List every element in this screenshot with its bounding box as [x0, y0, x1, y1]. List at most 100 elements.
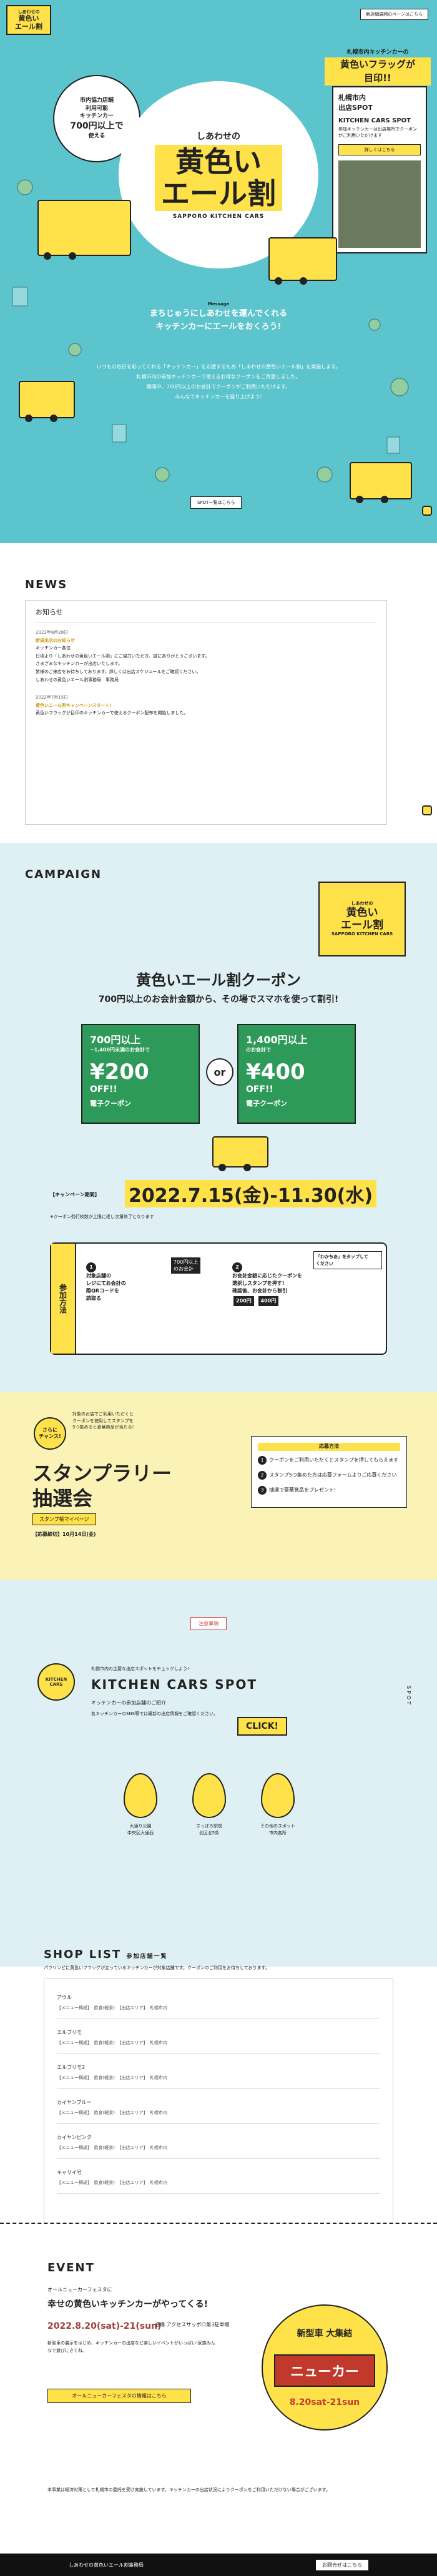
- shop-title-sub: 参加店舗一覧: [126, 1954, 168, 1960]
- spot-side-label: SPOT: [406, 1686, 411, 1707]
- stamp-rally-title: スタンプラリー 抽選会: [32, 1462, 172, 1510]
- map-pin-icon: [261, 1773, 295, 1818]
- logo-main: 黄色い エール割: [341, 906, 383, 932]
- pin-sub: 市内各所: [269, 1830, 287, 1836]
- bubble-text: 使える: [88, 133, 106, 140]
- prize-step-text: クーポンをご利用いただくとスタンプを押してもらえます: [269, 1457, 399, 1463]
- hero-body-text: いつもの毎日を彩ってくれる「キッチンカー」を応援するため「しあわせの黄色いエール…: [81, 362, 356, 402]
- prize-step-text: 抽選で豪華賞品をプレゼント!: [269, 1487, 336, 1493]
- contact-button[interactable]: お問合せはこちら: [316, 2559, 368, 2570]
- spot-note: 各キッチンカーのSNS等では最新の出店情報をご確認ください。: [91, 1711, 219, 1716]
- body-line: 札幌市内の参加キッチンカーで使えるお得なクーポンをご用意しました。: [136, 374, 301, 380]
- kitchen-truck-illustration: [268, 237, 337, 285]
- news-box[interactable]: お知らせ 2022年8月28日 新規出店のお知らせ キッチンカー各位 日頃より「…: [25, 600, 387, 825]
- news-section: NEWS お知らせ 2022年8月28日 新規出店のお知らせ キッチンカー各位 …: [0, 543, 437, 843]
- news-title: NEWS: [25, 578, 68, 591]
- spot-card-subtitle: KITCHEN CARS SPOT: [338, 117, 411, 124]
- pin-label: その他のスポット: [260, 1824, 295, 1829]
- news-item[interactable]: 2022年8月28日 新規出店のお知らせ キッチンカー各位 日頃より「しあわせの…: [36, 629, 376, 684]
- shop-item[interactable]: エルブリモ【メニュー構成】 飲食(軽食) 【出店エリア】 札幌市内: [57, 2024, 380, 2054]
- shop-meta: 【メニュー構成】 飲食(軽食) 【出店エリア】 札幌市内: [57, 2005, 167, 2010]
- bubble-text: 700円以上で: [70, 120, 124, 131]
- spot-list-link[interactable]: SPOT一覧はこちら: [190, 496, 242, 509]
- spot-pin[interactable]: さっぽろ駅前 北区北5条: [181, 1773, 237, 1836]
- notice-button[interactable]: 注意事項: [190, 1617, 227, 1630]
- spot-pin[interactable]: 大通り公園 中央区大通西: [112, 1773, 169, 1836]
- news-line: キッチンカー各位: [36, 646, 71, 651]
- pin-sub: 中央区大通西: [127, 1830, 154, 1836]
- shop-name: エルブリモ2: [57, 2065, 86, 2070]
- event-title: EVENT: [47, 2261, 95, 2274]
- shop-meta: 【メニュー構成】 飲食(軽食) 【出店エリア】 札幌市内: [57, 2180, 167, 2185]
- event-headline: 幸せの黄色いキッチンカーがやってくる!: [47, 2299, 208, 2309]
- spot-pre: 札幌市内の主要な出店スポットをチェックしよう!: [91, 1666, 189, 1671]
- site-logo[interactable]: しあわせの 黄色い エール割: [6, 5, 51, 35]
- hero-doodle-pattern: [12, 179, 409, 483]
- bubble-text: キッチンカー: [79, 113, 114, 120]
- instagram-icon[interactable]: [422, 506, 432, 516]
- event-place: 会場 アクセスサッポロ第3駐車場: [155, 2322, 230, 2328]
- event-body: 新型車の展示をはじめ、キッチンカーの出店など楽しいイベントがいっぱい!家族みんな…: [47, 2341, 215, 2353]
- news-line: 皆様のご来店をお待ちしております。詳しくは出店スケジュールをご確認ください。: [36, 669, 201, 674]
- kitchen-truck-illustration: [37, 200, 131, 260]
- map-pin-icon: [192, 1773, 226, 1818]
- heading-line: 札幌市内キッチンカーの: [346, 49, 409, 56]
- spot-card[interactable]: 札幌市内 出店SPOT KITCHEN CARS SPOT 参加キッチンカーは出…: [332, 86, 427, 253]
- shop-item[interactable]: エルブリモ2【メニュー構成】 飲食(軽食) 【出店エリア】 札幌市内: [57, 2059, 380, 2089]
- heading-line: 目印!!: [325, 71, 431, 86]
- campaign-section: CAMPAIGN しあわせの 黄色い エール割 SAPPORO KITCHEN …: [0, 843, 437, 1967]
- news-item[interactable]: 2022年7月15日 黄色いエール割キャンペーンスタート! 黄色いフラッグが目印…: [36, 694, 376, 717]
- pin-label: 大通り公園: [129, 1824, 152, 1829]
- map-pin-icon: [124, 1773, 157, 1818]
- instagram-icon[interactable]: [422, 805, 432, 815]
- logo-line: 黄色い: [18, 14, 39, 22]
- shop-meta: 【メニュー構成】 飲食(軽食) 【出店エリア】 札幌市内: [57, 2110, 167, 2115]
- message-line: キッチンカーにエールをおくろう!: [155, 322, 282, 332]
- hero-subtitle: SAPPORO KITCHEN CARS: [172, 213, 265, 220]
- shop-item[interactable]: カイヤンピンク【メニュー構成】 飲食(軽食) 【出店エリア】 札幌市内: [57, 2129, 380, 2159]
- event-cta-button[interactable]: オールニューカーフェスタの情報はこちら: [47, 2389, 191, 2403]
- spot-pin[interactable]: その他のスポット 市内各所: [250, 1773, 306, 1836]
- hero-flag-heading: 札幌市内キッチンカーの 黄色いフラッグが 目印!!: [325, 49, 431, 86]
- coupon-off: OFF!!: [246, 1084, 273, 1094]
- news-date: 2022年7月15日: [36, 695, 69, 701]
- header-link-button[interactable]: 新店舗展開のページはこちら: [360, 9, 428, 20]
- step-1-tag: 700円以上 のお会計: [171, 1257, 201, 1274]
- body-line: 期間中、700円以上のお会計でクーポンがご利用いただけます。: [146, 384, 291, 390]
- coupon-value: ¥200: [90, 1059, 149, 1084]
- shop-meta: 【メニュー構成】 飲食(軽食) 【出店エリア】 札幌市内: [57, 2145, 167, 2150]
- campaign-title: CAMPAIGN: [25, 868, 102, 881]
- kitchen-truck-illustration: [212, 1136, 268, 1171]
- stamp-mypage-button[interactable]: スタンプ帳マイページ: [32, 1513, 96, 1525]
- step-text: 対象店舗の レジにてお会計の 際QRコードを 読取る: [86, 1273, 126, 1301]
- news-head[interactable]: 黄色いエール割キャンペーンスタート!: [36, 702, 112, 708]
- spot-card-button[interactable]: 詳しくはこちら: [338, 144, 421, 155]
- step-3-hint: 「わかちあ」をタップして ください: [313, 1251, 382, 1269]
- logo-small: しあわせの: [351, 901, 373, 907]
- body-line: みんなでキッチンカーを盛り上げよう!: [175, 394, 262, 400]
- news-head[interactable]: 新規出店のお知らせ: [36, 637, 75, 643]
- shop-list-section: SHOP LIST 参加店舗一覧 パラリンピに黄色いフラッグが立っているキッチン…: [44, 1948, 393, 2253]
- step-2: 2 お会計金額に応じたクーポンを 選択しスタンプを押す! 確認後、お会計から割引…: [232, 1262, 332, 1307]
- shop-item[interactable]: キャリイ号【メニュー構成】 飲食(軽食) 【出店エリア】 札幌市内: [57, 2164, 380, 2194]
- coupon-off: OFF!!: [90, 1084, 117, 1094]
- spot-card-title: 札幌市内 出店SPOT: [338, 94, 373, 112]
- hero-message: Message まちじゅうにしあわせを運んでくれる キッチンカーにエールをおくろ…: [131, 301, 306, 334]
- coupon-400: 1,400円以上 のお会計で ¥400 OFF!! 電子クーポン: [237, 1024, 356, 1124]
- shop-item[interactable]: アウル【メニュー構成】 飲食(軽食) 【出店エリア】 札幌市内: [57, 1989, 380, 2019]
- message-line: まちじゅうにしあわせを運んでくれる: [149, 309, 288, 319]
- event-lead: オールニューカーフェスタに: [47, 2287, 112, 2293]
- shop-item[interactable]: カイヤンブルー【メニュー構成】 飲食(軽食) 【出店エリア】 札幌市内: [57, 2094, 380, 2124]
- shop-list-title: SHOP LIST 参加店舗一覧: [44, 1948, 393, 1961]
- visual-head: 新型車 大集結: [297, 2328, 353, 2339]
- step-text: お会計金額に応じたクーポンを 選択しスタンプを押す! 確認後、お会計から割引: [232, 1273, 302, 1294]
- spot-card-desc: 参加キッチンカーは出店場所でクーポンがご利用いただけます: [338, 127, 417, 138]
- shop-list-box[interactable]: アウル【メニュー構成】 飲食(軽食) 【出店エリア】 札幌市内 エルブリモ【メニ…: [44, 1979, 393, 2253]
- discount-tag: 200円: [233, 1296, 254, 1306]
- kitchen-truck-illustration: [19, 381, 75, 422]
- visual-date: 8.20sat-21sun: [290, 2397, 360, 2407]
- logo-line: しあわせの: [17, 9, 40, 14]
